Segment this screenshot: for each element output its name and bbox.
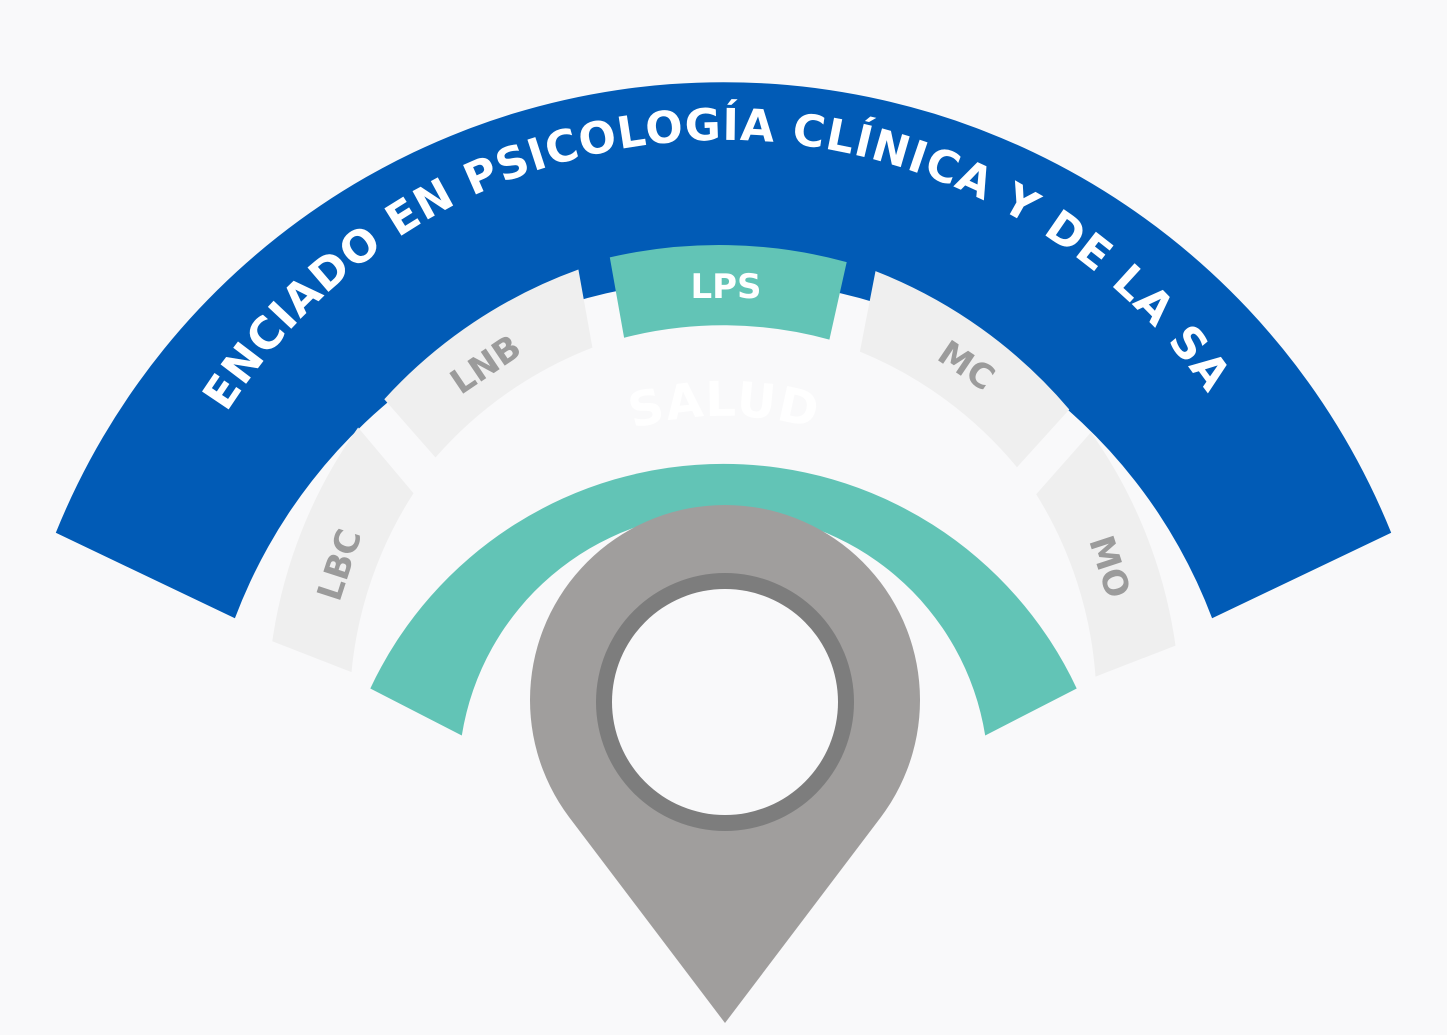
- segment-lps[interactable]: [609, 244, 847, 340]
- pin-hole: [612, 589, 838, 815]
- area-label-text: SALUD: [623, 372, 824, 440]
- segment-lnb[interactable]: [384, 269, 593, 458]
- location-pin-icon: [530, 504, 920, 1023]
- area-label: SALUD: [623, 372, 825, 440]
- segment-mc[interactable]: [859, 271, 1070, 468]
- outer-program-band: [55, 82, 1392, 619]
- salud-area-band: [370, 463, 1077, 736]
- segment-lbc[interactable]: [272, 427, 414, 673]
- segment-mo[interactable]: [1036, 432, 1176, 677]
- program-segments: [272, 244, 1176, 677]
